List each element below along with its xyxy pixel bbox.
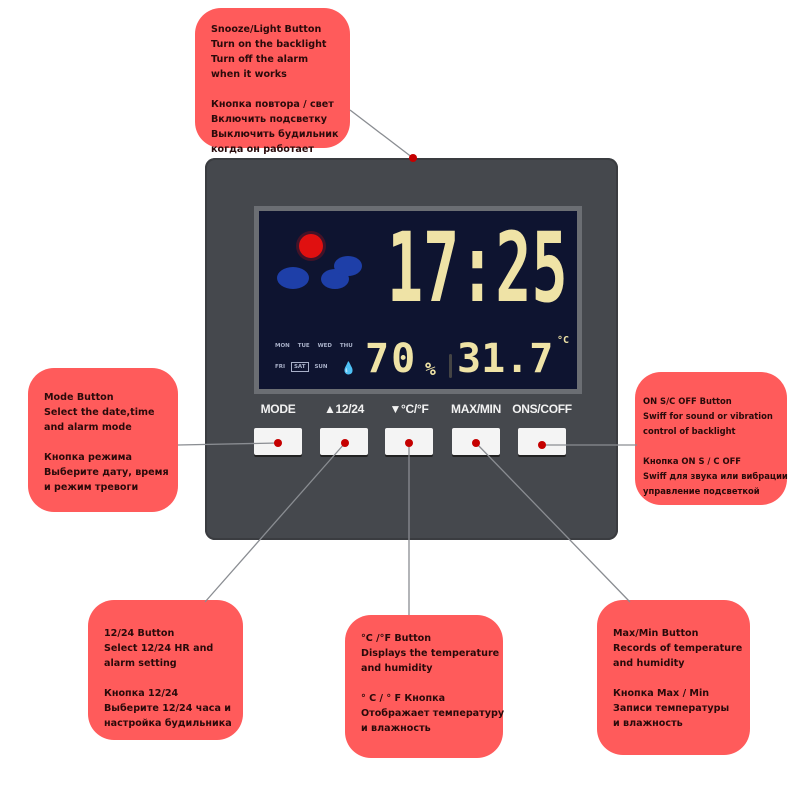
- text-line: и режим тревоги: [44, 482, 139, 493]
- text-line: ° C / ° F Кнопка: [361, 693, 446, 704]
- button-label-temp: ▼°C/°F: [389, 402, 429, 416]
- pointer-dot: [274, 439, 282, 447]
- text-line: Кнопка повтора / свет: [211, 99, 334, 110]
- text-line: Включить подсветку: [211, 114, 328, 125]
- lcd-screen: 17:25 MON TUE WED THU FRI SAT SUN 💧 70 %…: [259, 211, 577, 389]
- text-line: and humidity: [361, 663, 433, 674]
- text-line: Кнопка ON S / C OFF: [643, 456, 742, 466]
- text-line: control of backlight: [643, 426, 736, 436]
- days-row-1: MON TUE WED THU: [275, 343, 353, 349]
- text-line: Выключить будильник: [211, 129, 339, 140]
- selected-day: SAT: [290, 362, 309, 372]
- time-readout: 17:25: [387, 213, 568, 325]
- text-line: SUN: [314, 364, 328, 370]
- humidity-readout: 70: [365, 336, 418, 382]
- text-line: alarm setting: [104, 658, 177, 669]
- text-line: Выберите 12/24 часа и: [104, 703, 232, 714]
- text-line: Select the date,time: [44, 407, 155, 418]
- text-line: Swiff для звука или вибрации: [643, 471, 788, 481]
- text-line: когда он работает: [211, 144, 314, 155]
- text-line: Turn off the alarm: [211, 54, 309, 65]
- thermometer-icon: [449, 354, 452, 378]
- text-line: Displays the temperature: [361, 648, 500, 659]
- text-line: TUE: [297, 343, 310, 349]
- days-row-2: FRI SAT SUN: [275, 362, 328, 372]
- cloud-icon: [334, 256, 362, 276]
- text-line: управление подсветкой: [643, 486, 760, 496]
- temperature-unit: °C: [557, 335, 570, 346]
- humidity-unit: %: [425, 359, 436, 380]
- text-line: Записи температуры: [613, 703, 730, 714]
- leader-line-snooze: [349, 109, 414, 159]
- text-line: Отображает температуру: [361, 708, 505, 719]
- text-line: FRI: [275, 364, 286, 370]
- text-line: Snooze/Light Button: [211, 24, 322, 35]
- text-line: °C /°F Button: [361, 633, 432, 644]
- text-line: Select 12/24 HR and: [104, 643, 214, 654]
- text-line: и влажность: [613, 718, 683, 729]
- cloud-icon: [277, 267, 309, 289]
- text-line: Mode Button: [44, 392, 114, 403]
- text-line: Кнопка Max / Min: [613, 688, 710, 699]
- pointer-dot: [405, 439, 413, 447]
- text-line: Кнопка режима: [44, 452, 132, 463]
- text-line: when it works: [211, 69, 287, 80]
- text-line: THU: [339, 343, 353, 349]
- text-line: MON: [275, 343, 290, 349]
- text-line: WED: [317, 343, 332, 349]
- text-line: ON S/C OFF Button: [643, 396, 732, 406]
- text-line: and humidity: [613, 658, 685, 669]
- text-line: Turn on the backlight: [211, 39, 327, 50]
- pointer-dot: [341, 439, 349, 447]
- text-line: Кнопка 12/24: [104, 688, 179, 699]
- text-line: and alarm mode: [44, 422, 132, 433]
- sun-icon: [299, 234, 323, 258]
- button-label-maxmin: MAX/MIN: [451, 402, 501, 416]
- text-line: Max/Min Button: [613, 628, 699, 639]
- temperature-readout: 31.7: [457, 336, 554, 382]
- button-label-12-24: ▲12/24: [323, 402, 365, 416]
- text-line: настройка будильника: [104, 718, 232, 729]
- pointer-dot: [472, 439, 480, 447]
- text-line: Records of temperature: [613, 643, 743, 654]
- text-line: Выберите дату, время: [44, 467, 169, 478]
- text-line: Swiff for sound or vibration: [643, 411, 773, 421]
- pointer-dot: [538, 441, 546, 449]
- text-line: и влажность: [361, 723, 431, 734]
- button-label-mode: MODE: [260, 402, 296, 416]
- snooze-light-button[interactable]: [409, 154, 417, 162]
- text-line: 12/24 Button: [104, 628, 175, 639]
- droplet-icon: 💧: [341, 361, 356, 375]
- button-label-onoff: ONS/COFF: [512, 402, 572, 416]
